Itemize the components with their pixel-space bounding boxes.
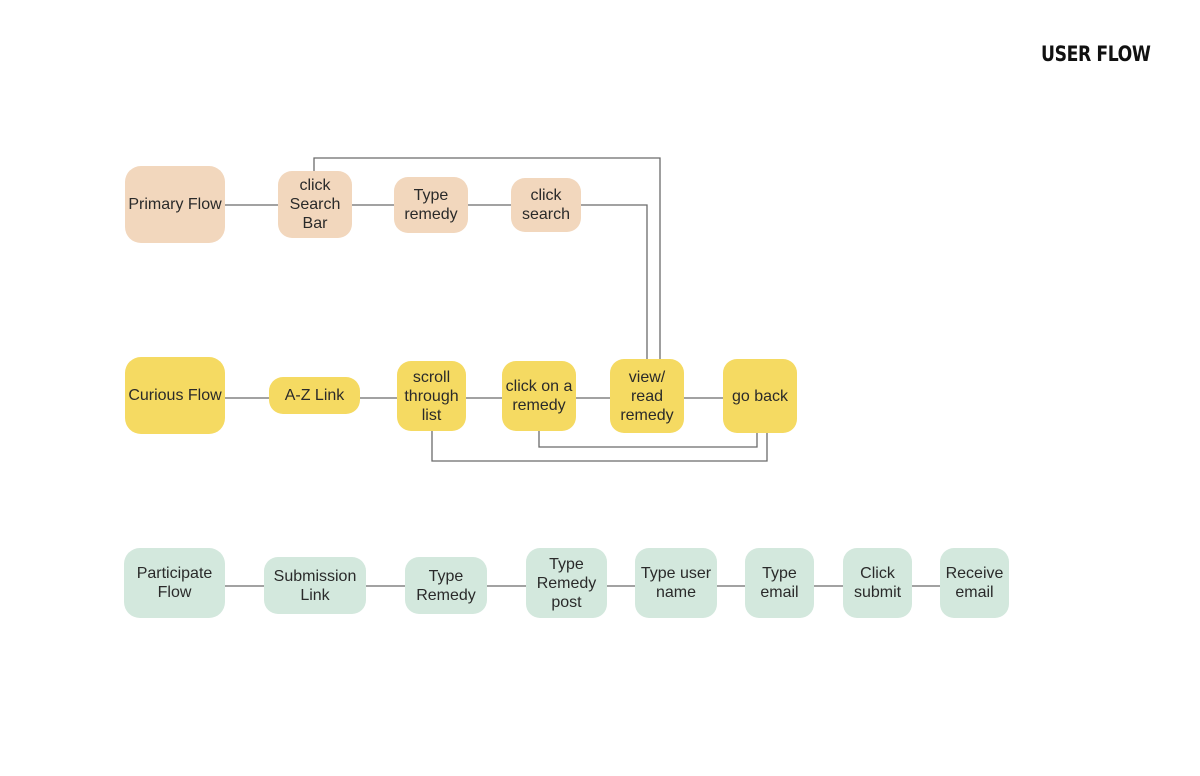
participate-step-type-user-name: Type user name bbox=[635, 548, 717, 618]
participate-step-click-submit: Click submit bbox=[843, 548, 912, 618]
connector-search-to-view bbox=[581, 204, 648, 359]
primary-step-click-search: click search bbox=[511, 178, 581, 232]
participate-step-receive-email: Receive email bbox=[940, 548, 1009, 618]
participate-step-type-remedy: Type Remedy bbox=[405, 557, 487, 614]
connector-searchbar-to-view bbox=[313, 157, 661, 359]
connector-goback-to-list bbox=[431, 431, 768, 462]
participate-flow-start: Participate Flow bbox=[124, 548, 225, 618]
curious-step-click-remedy: click on a remedy bbox=[502, 361, 576, 431]
participate-step-submission-link: Submission Link bbox=[264, 557, 366, 614]
curious-flow-start: Curious Flow bbox=[125, 357, 225, 434]
primary-step-type-remedy: Type remedy bbox=[394, 177, 468, 233]
curious-step-az-link: A-Z Link bbox=[269, 377, 360, 414]
page-title: USER FLOW bbox=[1040, 42, 1151, 66]
curious-step-go-back: go back bbox=[723, 359, 797, 433]
connector-goback-to-remedy bbox=[538, 431, 758, 448]
curious-step-scroll-list: scroll through list bbox=[397, 361, 466, 431]
participate-step-type-remedy-post: Type Remedy post bbox=[526, 548, 607, 618]
primary-flow-start: Primary Flow bbox=[125, 166, 225, 243]
curious-step-view-remedy: view/ read remedy bbox=[610, 359, 684, 433]
participate-step-type-email: Type email bbox=[745, 548, 814, 618]
primary-step-click-search-bar: click Search Bar bbox=[278, 171, 352, 238]
